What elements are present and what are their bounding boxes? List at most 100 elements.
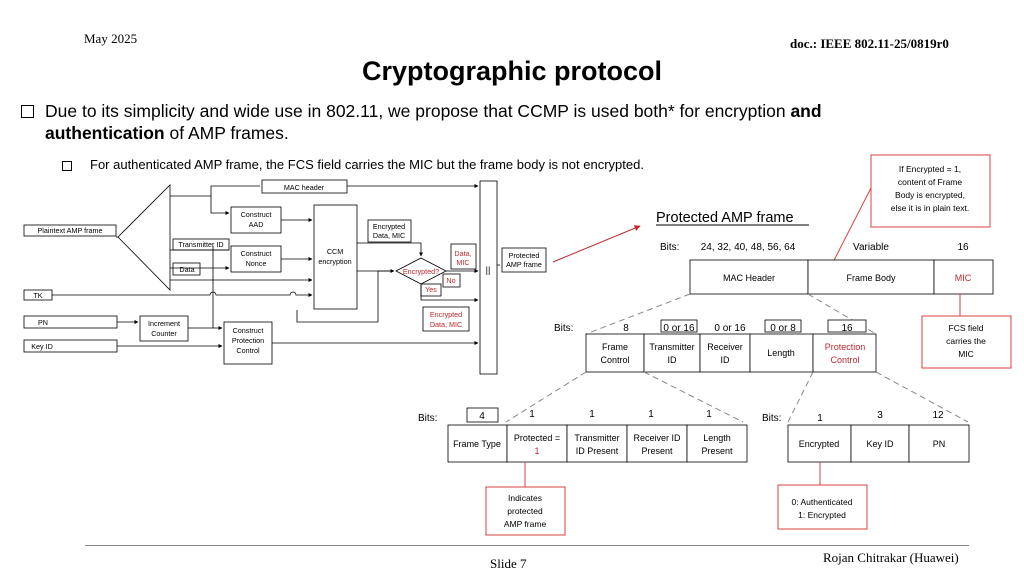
sub-bullet-box-icon	[62, 161, 72, 171]
bullet-text: Due to its simplicity and wide use in 80…	[45, 101, 791, 121]
encrypted-decision: Encrypted?	[403, 267, 439, 276]
footer-divider	[85, 545, 969, 546]
field-frame-body: Frame Body	[846, 273, 896, 283]
data-label: Data	[179, 265, 194, 274]
transmitter-id-label: Transmitter ID	[178, 240, 223, 249]
construct-nonce-2: Nonce	[246, 259, 267, 268]
mid-bits-0: 8	[623, 323, 629, 334]
fc-field-tx-1: Transmitter	[574, 433, 619, 443]
pc-bits-0: 1	[817, 413, 823, 424]
pc-field-pn: PN	[933, 439, 946, 449]
construct-pc-2: Protection	[232, 336, 264, 345]
ccm-1: CCM	[327, 247, 343, 256]
slide-title: Cryptographic protocol	[361, 56, 662, 86]
mid-bits-4: 16	[841, 323, 853, 334]
footer-author: Rojan Chitrakar (Huawei)	[823, 550, 959, 565]
fc-field-rx-1: Receiver ID	[633, 433, 681, 443]
plaintext-label: Plaintext AMP frame	[38, 226, 103, 235]
enc-data-bottom-1: Encrypted	[430, 310, 462, 319]
callout-auth-2: 1: Encrypted	[798, 510, 846, 520]
top-bits-0: 24, 32, 40, 48, 56, 64	[701, 242, 796, 253]
mid-bits-2: 0 or 16	[714, 323, 746, 334]
mid-field-rx-1: Receiver	[707, 342, 743, 352]
fc-bits-2: 1	[589, 409, 595, 420]
callout-enc-3: Body is encrypted,	[895, 190, 965, 200]
bits-label-fc: Bits:	[418, 413, 437, 424]
fc-bits-4: 1	[706, 409, 712, 420]
bits-label-mid: Bits:	[554, 323, 573, 334]
callout-enc-4: else it is in plain text.	[891, 203, 969, 213]
fc-bits-0: 4	[479, 411, 485, 422]
main-bullet: Due to its simplicity and wide use in 80…	[45, 100, 925, 144]
no-label: No	[446, 276, 455, 285]
callout-enc-1: If Encrypted = 1,	[899, 164, 961, 174]
yes-label: Yes	[425, 285, 437, 294]
fc-field-protected-1: Protected =	[514, 433, 560, 443]
construct-nonce-1: Construct	[241, 249, 272, 258]
mid-field-pc-1: Protection	[825, 342, 866, 352]
frame-title: Protected AMP frame	[656, 210, 794, 226]
mid-field-tx-1: Transmitter	[649, 342, 694, 352]
increment-1: Increment	[148, 319, 180, 328]
callout-protected-1: Indicates	[508, 493, 542, 503]
data-mic-1: Data,	[454, 249, 471, 258]
callout-protected-2: protected	[507, 506, 543, 516]
bullet-box-icon	[21, 105, 34, 118]
fc-field-tx-2: ID Present	[576, 446, 619, 456]
callout-fcs-1: FCS field	[949, 323, 984, 333]
callout-enc-2: content of Frame	[898, 177, 963, 187]
header-doc-id: doc.: IEEE 802.11-25/0819r0	[790, 36, 949, 51]
enc-data-top-2: Data, MIC	[373, 231, 405, 240]
fc-field-len-2: Present	[701, 446, 733, 456]
mid-field-fc-2: Control	[600, 355, 629, 365]
header-date: May 2025	[84, 31, 138, 46]
construct-aad-1: Construct	[241, 210, 272, 219]
mid-field-rx-2: ID	[721, 355, 731, 365]
pc-bits-2: 12	[932, 410, 944, 421]
callout-fcs-3: MIC	[958, 349, 974, 359]
top-bits-2: 16	[957, 242, 969, 253]
bullet-bold-auth: authentication	[45, 123, 165, 143]
callout-fcs-2: carries the	[946, 336, 986, 346]
bits-label-pc: Bits:	[762, 413, 781, 424]
increment-2: Counter	[151, 329, 177, 338]
mid-bits-3: 0 or 8	[770, 323, 796, 334]
construct-pc-3: Control	[236, 346, 260, 355]
enc-data-bottom-2: Data, MIC	[430, 320, 462, 329]
concat-symbol: ||	[486, 265, 491, 275]
pc-field-encrypted: Encrypted	[799, 439, 840, 449]
construct-aad-2: AAD	[249, 220, 264, 229]
fc-field-len-1: Length	[703, 433, 731, 443]
protected-amp-1: Protected	[509, 251, 540, 260]
mid-field-fc-1: Frame	[602, 342, 628, 352]
sub-bullet: For authenticated AMP frame, the FCS fie…	[90, 157, 644, 172]
fc-field-protected-2: 1	[534, 446, 539, 456]
data-mic-2: MIC	[456, 258, 469, 267]
bullet-bold-and: and	[790, 101, 822, 121]
callout-protected-3: AMP frame	[504, 519, 547, 529]
mid-bits-1: 0 or 16	[663, 323, 695, 334]
ccm-2: encryption	[318, 257, 351, 266]
pn-label: PN	[38, 318, 48, 327]
top-bits-1: Variable	[853, 242, 889, 253]
mid-field-pc-2: Control	[830, 355, 859, 365]
fc-field-type: Frame Type	[453, 439, 501, 449]
bullet-text-end: of AMP frames.	[164, 123, 289, 143]
fc-bits-3: 1	[648, 409, 654, 420]
slide-number: Slide 7	[490, 556, 527, 571]
pc-field-keyid: Key ID	[866, 439, 894, 449]
mac-header-label: MAC header	[284, 183, 325, 192]
field-mic: MIC	[955, 273, 972, 283]
bits-label-top: Bits:	[660, 242, 679, 253]
mid-field-length: Length	[767, 348, 795, 358]
key-id-label: Key ID	[31, 342, 53, 351]
protected-amp-2: AMP frame	[506, 260, 542, 269]
callout-auth-1: 0: Authenticated	[792, 497, 853, 507]
enc-data-top-1: Encrypted	[373, 222, 405, 231]
construct-pc-1: Construct	[233, 326, 264, 335]
tk-label: TK	[33, 291, 42, 300]
mid-field-tx-2: ID	[668, 355, 678, 365]
fc-field-rx-2: Present	[641, 446, 673, 456]
pc-bits-1: 3	[877, 410, 883, 421]
